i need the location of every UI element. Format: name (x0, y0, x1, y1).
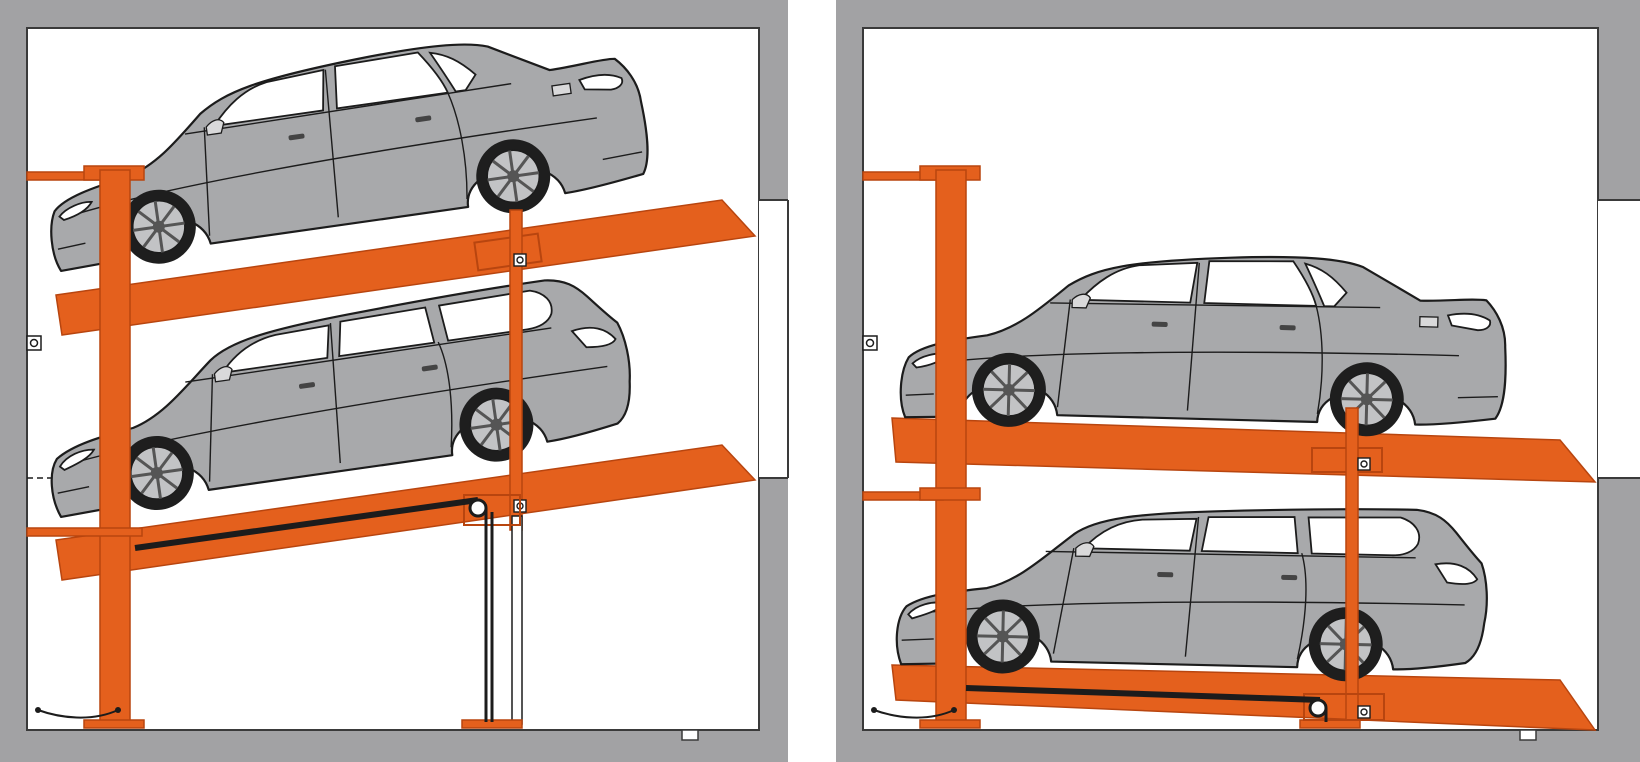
right-upper-sedan (898, 245, 1510, 442)
right-panel (836, 0, 1640, 762)
right-front-post (862, 165, 981, 729)
right-wall-opening (1598, 200, 1640, 478)
right-power-cable (873, 709, 955, 719)
left-rear-post (461, 209, 527, 729)
left-power-cable (37, 709, 119, 719)
control-switch-icon (26, 335, 42, 351)
left-hydraulic-cylinder-icon (134, 494, 521, 722)
right-lower-wagon (894, 496, 1491, 686)
left-wall-opening (759, 200, 788, 478)
right-upper-platform (891, 417, 1597, 483)
left-front-post (26, 165, 145, 729)
right-hydraulic-cylinder-icon (965, 685, 1385, 722)
left-panel (0, 0, 789, 762)
control-switch-icon (862, 335, 878, 351)
right-rear-post (1299, 407, 1371, 729)
